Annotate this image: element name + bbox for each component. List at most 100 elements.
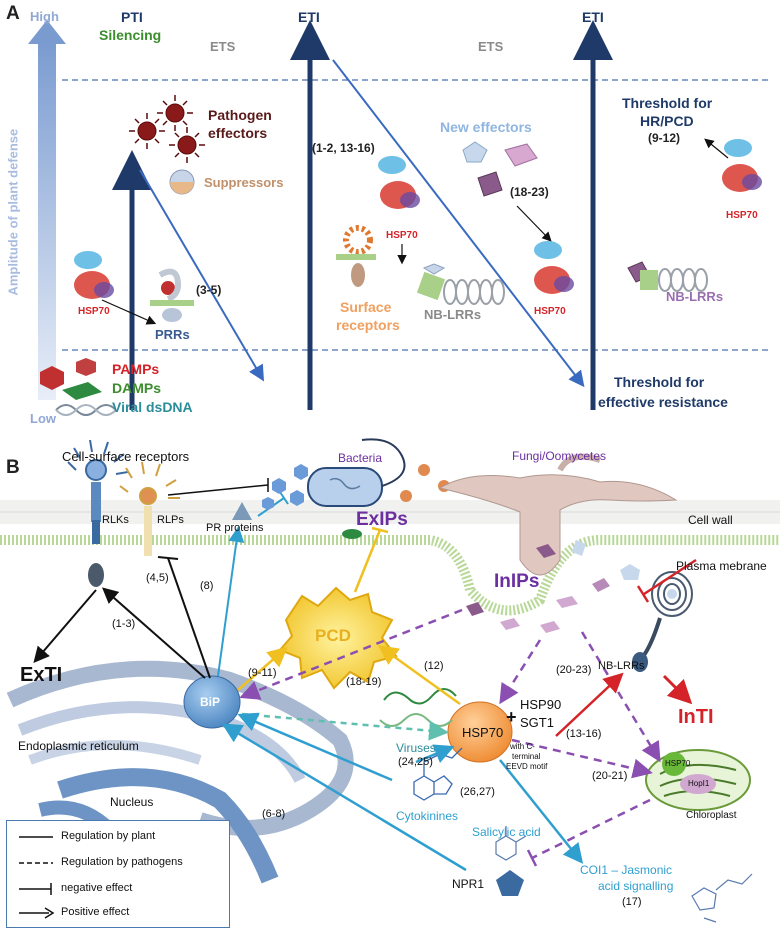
arrow-hsp70-coi1 [499,759,584,864]
surface-receptors-l1: Surface [340,299,392,315]
eevd-l2: terminal [512,752,541,761]
ref-12: (12) [424,660,444,672]
inti-label: InTI [678,706,714,728]
bip-sphere [183,675,241,729]
ets-label-2: ETS [478,39,504,54]
hsp70-label-a2: HSP70 [386,230,418,241]
npr1-icon [496,870,524,896]
high-label: High [30,9,59,24]
ref-20-21: (20-21) [592,770,628,782]
rlk-receptor-icon [67,439,129,587]
viral-dsdna-label: Viral dsDNA [112,399,193,415]
dash-hsp70-chloroplast [511,738,653,779]
dash-inips-chloroplast [580,631,661,763]
exti-label: ExTI [20,664,63,686]
arrow-npr1-bip [221,723,467,872]
ref-1-3: (1-3) [112,618,136,630]
exips-label: ExIPs [356,509,408,530]
dash-chloroplast-salicylic [531,798,651,860]
dash-virus-hsp70 [241,712,449,741]
arrow-nblrr-inti [662,674,693,705]
pti-label: PTI [121,9,143,25]
jasmonic-molecule [691,873,753,923]
panel-b-label: B [6,457,20,478]
viruses-label: Viruses [396,741,436,755]
hsp70-protein-icon-a1 [74,251,114,299]
damps-label: DAMPs [112,380,162,396]
eevd-l3: EEVD motif [506,762,548,771]
threshold-hr-l2: HR/PCD [640,113,694,129]
bip-label: BiP [200,695,221,709]
threshold-eff-l2: effective resistance [598,394,728,410]
damp-icon [62,382,102,400]
chloroplast-label: Chloroplast [686,810,737,821]
hsp70-label-a3: HSP70 [534,306,566,317]
nb-lrrs-label-b: NB-LRRs [598,660,645,672]
cell-wall-label: Cell wall [688,513,733,527]
pathogen-effector-icons [137,103,197,155]
coi1-l2: acid signalling [598,879,674,893]
hsp70-label-b: HSP70 [462,725,504,740]
y-axis-label: Amplitude of plant defense [5,128,21,296]
ref-9-12: (9-12) [648,131,681,145]
ref-24-25: (24,25) [398,756,433,768]
legend-item-pathogens: Regulation by pathogens [61,856,183,868]
eti-label-2: ETI [582,9,604,25]
ref-4-5: (4,5) [146,572,169,584]
effector-hexagons [262,464,308,510]
pathogen-effectors-l1: Pathogen [208,107,272,123]
ref-8: (8) [200,580,214,592]
surface-receptors-l2: receptors [336,317,400,333]
nucleus-label: Nucleus [110,795,154,809]
arrow-hsp90-nblrr [555,672,624,737]
ref-18-23: (18-23) [510,185,549,199]
ets-diagonal-2 [332,59,585,388]
nb-lrr-coil-icon [638,571,693,662]
viral-dsdna-icon [55,404,117,416]
rlp-receptor-icon [119,461,180,556]
suppressors-label: Suppressors [204,175,284,190]
salicylic-molecule [495,826,527,861]
rlps-label: RLPs [157,514,184,526]
ref-9-11: (9-11) [248,667,277,679]
hsp70-label-a4: HSP70 [726,210,758,221]
nb-lrr-head [632,652,648,672]
plasma-membrane-label: Plasma mebrane [676,559,767,573]
surface-receptor-icon [336,225,376,287]
legend-item-plant: Regulation by plant [61,830,156,842]
ref-20-23: (20-23) [556,664,592,676]
nb-lrrs-label-a1: NB-LRRs [424,307,482,322]
legend-item-negative: negative effect [61,882,133,894]
ref-26-27: (26,27) [460,786,495,798]
hsp90-label: HSP90 [520,697,562,712]
ref-6-8: (6-8) [262,808,286,820]
bar-pcd-exips [353,529,382,593]
ref-18-19: (18-19) [346,676,382,688]
new-effectors-label: New effectors [440,119,532,135]
legend-item-positive: Positive effect [61,906,130,918]
hsp70-protein-icon-a3 [534,241,574,294]
plus-sign: + [506,707,517,727]
exip-green-icon [342,529,362,539]
fungi-label: Fungi/Oomycetes [512,449,607,463]
er-shape-1 [6,660,354,836]
ref-13-16: (13-16) [566,728,602,740]
legend-symbols [19,836,55,919]
coi1-l1: COI1 – Jasmonic [580,863,673,877]
amplitude-arrow-shaft [38,40,56,400]
bacteria-label: Bacteria [338,451,383,465]
pathogen-effectors-l2: effectors [208,125,268,141]
cytokinines-label: Cytokinines [396,809,459,823]
nb-lrr-icon-a1 [416,263,505,305]
arrow-cytokinin-bip [237,712,393,782]
npr1-label: NPR1 [452,877,485,891]
pr-protein-icon [232,502,252,520]
panel-a-label: A [6,3,20,24]
arrow-cytokinin-hsp70 [415,744,455,764]
plasma-membrane [0,535,780,616]
bacteria-icon [307,438,406,507]
pamp-icons [40,358,96,390]
inip-icons [466,540,640,633]
dash-inips-bip [239,608,463,700]
